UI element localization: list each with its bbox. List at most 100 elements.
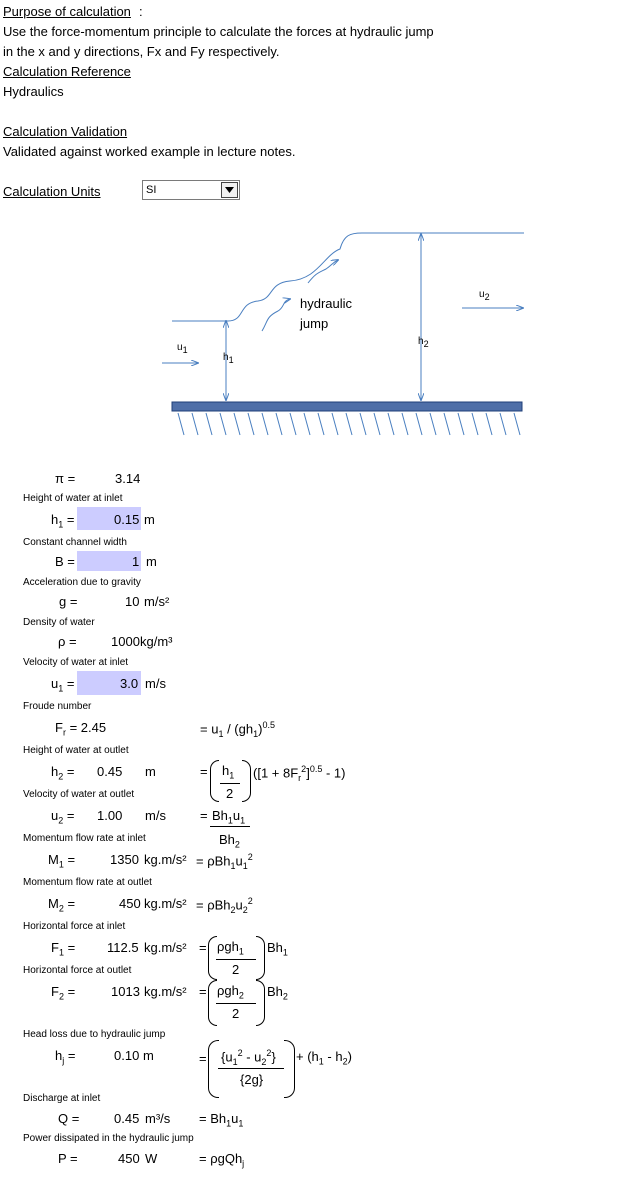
Fr-label: Fr = 2.45	[55, 720, 107, 738]
u1-input-cell[interactable]	[77, 671, 141, 695]
M2-desc: Momentum flow rate at outlet	[23, 877, 152, 888]
u2-value: 1.00	[97, 808, 123, 823]
hydraulic-jump-diagram	[162, 232, 524, 436]
reference-text: Hydraulics	[3, 84, 64, 99]
F2-formula-eq: =	[199, 984, 207, 999]
M2-label: M2 =	[48, 896, 76, 914]
Q-value: 0.45	[114, 1111, 140, 1126]
B-unit: m	[146, 554, 157, 569]
purpose-colon: :	[139, 4, 143, 19]
h1-value[interactable]: 0.15	[114, 512, 140, 527]
B-label: B =	[55, 554, 75, 569]
label-u1: u1	[177, 342, 188, 355]
rho-desc: Density of water	[23, 617, 95, 628]
h2-formula-eq: =	[200, 764, 208, 779]
F2-desc: Horizontal force at outlet	[23, 965, 132, 976]
validation-text: Validated against worked example in lect…	[3, 144, 296, 159]
F2-value: 1013	[111, 984, 140, 999]
Q-unit: m³/s	[145, 1111, 171, 1126]
F1-desc: Horizontal force at inlet	[23, 921, 126, 932]
M2-value: 450	[119, 896, 141, 911]
units-dropdown[interactable]: SI	[142, 180, 240, 200]
F1-formula-paren-left	[208, 936, 217, 980]
purpose-heading: Purpose of calculation	[3, 4, 131, 19]
P-label: P =	[58, 1151, 78, 1166]
P-unit: W	[145, 1151, 158, 1166]
F1-value: 112.5	[107, 940, 139, 955]
h2-formula-num: h1	[222, 763, 235, 781]
Fr-desc: Froude number	[23, 701, 92, 712]
hj-formula-after: + (h1 - h2)	[296, 1049, 352, 1067]
g-unit: m/s²	[144, 594, 170, 609]
F1-formula-fraction-line	[216, 959, 256, 960]
h2-value: 0.45	[97, 764, 123, 779]
hj-formula-eq: =	[199, 1051, 207, 1066]
F1-formula-paren-right	[256, 936, 265, 980]
F1-unit: kg.m/s²	[144, 940, 187, 955]
B-desc: Constant channel width	[23, 537, 127, 548]
rho-label: ρ =	[58, 634, 77, 649]
u1-desc: Velocity of water at inlet	[23, 657, 129, 668]
u2-formula-fraction-line	[210, 826, 250, 827]
Fr-formula: = u1 / (gh1)0.5	[200, 720, 275, 739]
label-h2: h2	[418, 336, 429, 349]
label-jump-1: hydraulic	[300, 296, 353, 311]
h1-label: h1 =	[51, 512, 75, 530]
h2-formula-paren-right	[242, 760, 251, 802]
h2-formula-paren-left	[210, 760, 219, 802]
P-formula: = ρgQhj	[199, 1151, 245, 1169]
F2-formula-num: ρgh2	[217, 983, 244, 1001]
F2-formula-fraction-line	[216, 1003, 256, 1004]
h1-desc: Height of water at inlet	[23, 493, 123, 504]
B-input-cell[interactable]	[77, 551, 141, 571]
M2-unit: kg.m/s²	[144, 896, 187, 911]
M1-desc: Momentum flow rate at inlet	[23, 833, 146, 844]
reference-heading: Calculation Reference	[3, 64, 131, 79]
u2-unit: m/s	[145, 808, 166, 823]
u2-formula-num: Bh1u1	[212, 808, 246, 826]
u1-value[interactable]: 3.0	[120, 676, 139, 691]
hj-formula-fraction-line	[218, 1068, 284, 1069]
F2-formula-paren-right	[256, 980, 265, 1026]
Q-desc: Discharge at inlet	[23, 1093, 101, 1104]
chevron-down-icon	[225, 187, 234, 193]
g-desc: Acceleration due to gravity	[23, 577, 141, 588]
units-heading: Calculation Units	[3, 184, 101, 199]
u2-formula-eq: =	[200, 808, 208, 823]
water-surface	[172, 232, 524, 322]
u2-formula-den: Bh2	[219, 832, 240, 850]
h2-label: h2 =	[51, 764, 75, 782]
depth-markers	[226, 234, 421, 400]
F2-formula-den: 2	[232, 1006, 240, 1021]
hj-formula-paren-left	[208, 1040, 219, 1098]
F1-formula-eq: =	[199, 940, 207, 955]
F2-label: F2 =	[51, 984, 76, 1002]
F1-label: F1 =	[51, 940, 76, 958]
B-value[interactable]: 1	[132, 554, 140, 569]
M1-label: M1 =	[48, 852, 76, 870]
hj-desc: Head loss due to hydraulic jump	[23, 1029, 166, 1040]
h2-formula-fraction-line	[220, 783, 240, 784]
purpose-line-2: in the x and y directions, Fx and Fy res…	[3, 44, 280, 59]
h2-formula-rest: ([1 + 8Fr2]0.5 - 1)	[253, 764, 346, 783]
M1-formula: = ρBh1u12	[196, 852, 253, 871]
Q-label: Q =	[58, 1111, 80, 1126]
label-h1: h1	[223, 352, 234, 365]
label-jump-2: jump	[300, 316, 329, 331]
units-dropdown-button[interactable]	[221, 182, 238, 198]
F1-formula-den: 2	[232, 962, 240, 977]
hj-value: 0.10	[114, 1048, 140, 1063]
hj-formula-num: {u12 - u22}	[221, 1048, 276, 1067]
pi-value: 3.14	[115, 471, 141, 486]
rho-unit: kg/m³	[140, 634, 173, 649]
channel-bed	[171, 401, 523, 436]
label-u2: u2	[479, 289, 490, 302]
h2-formula-den: 2	[226, 786, 234, 801]
Q-formula: = Bh1u1	[199, 1111, 244, 1129]
h1-input-cell[interactable]	[77, 507, 141, 530]
P-desc: Power dissipated in the hydraulic jump	[23, 1133, 194, 1144]
h2-unit: m	[145, 764, 156, 779]
M1-value: 1350	[110, 852, 139, 867]
u1-label: u1 =	[51, 676, 75, 694]
g-value: 10	[125, 594, 140, 609]
